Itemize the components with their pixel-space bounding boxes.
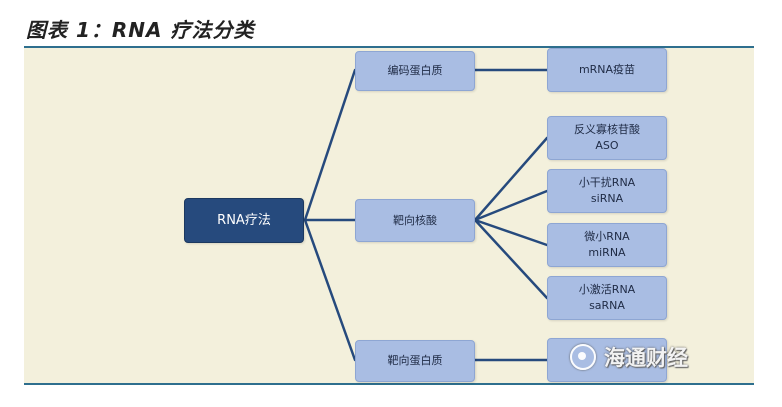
node-rna-therapy: RNA疗法: [184, 198, 304, 243]
connector-root-target-protein: [303, 218, 357, 362]
node-label: 小干扰RNA: [578, 176, 636, 189]
node-label: RNA疗法: [217, 212, 271, 228]
node-encode-protein: 编码蛋白质: [355, 51, 475, 91]
node-label: 靶向核酸: [393, 213, 437, 227]
node-sublabel: ASO: [595, 139, 619, 152]
node-sublabel: miRNA: [588, 246, 626, 259]
node-sarna: 小激活RNA saRNA: [547, 276, 667, 320]
node-sublabel: saRNA: [589, 299, 625, 312]
left-margin: [0, 0, 10, 407]
node-label: 编码蛋白质: [387, 64, 443, 77]
node-label: mRNA疫苗: [578, 63, 636, 76]
node-sirna: 小干扰RNA siRNA: [547, 169, 667, 213]
node-label: 小激活RNA: [578, 283, 636, 296]
title-rule: [24, 46, 754, 48]
node-protein-leaf: [547, 338, 667, 382]
connector-nucleic-sirna: [473, 189, 549, 222]
node-label: 靶向蛋白质: [387, 354, 443, 367]
node-mrna-vaccine: mRNA疫苗: [547, 48, 667, 92]
node-label: 反义寡核苷酸: [574, 123, 640, 136]
node-aso: 反义寡核苷酸 ASO: [547, 116, 667, 160]
node-sublabel: siRNA: [590, 192, 624, 205]
connector-nucleic-mirna: [473, 218, 549, 247]
watermark-text: 海通财经: [604, 346, 688, 370]
node-label: 微小RNA: [584, 230, 630, 243]
wechat-icon: [570, 344, 596, 370]
node-target-protein: 靶向蛋白质: [355, 340, 475, 382]
node-mirna: 微小RNA miRNA: [547, 223, 667, 267]
connector-nucleic-aso: [473, 136, 549, 222]
watermark: 海通财经: [570, 340, 688, 374]
node-target-nucleic-acid: 靶向核酸: [355, 199, 475, 242]
bottom-rule: [24, 383, 754, 385]
figure-title: 图表 1：RNA 疗法分类: [26, 18, 255, 42]
connector-nucleic-sarna: [473, 218, 549, 300]
connector-root-encode: [303, 68, 357, 222]
